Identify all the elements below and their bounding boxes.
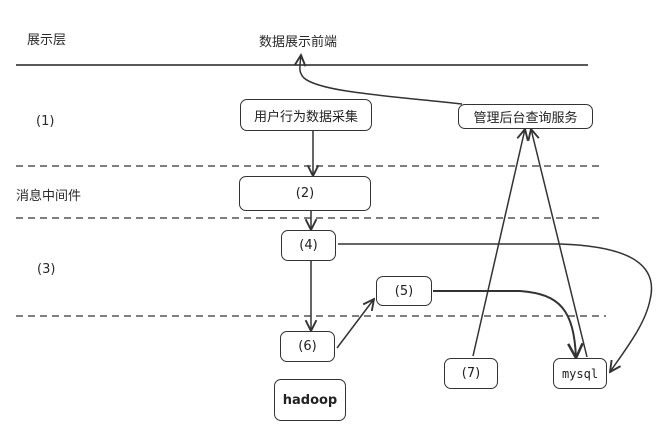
middleware-layer-label: 消息中间件 bbox=[16, 189, 82, 204]
step-1-label: (1) bbox=[36, 114, 55, 129]
node-5[interactable]: (5) bbox=[376, 276, 432, 306]
arrow-4-to-mysql bbox=[338, 243, 653, 372]
display-layer-label: 展示层 bbox=[27, 33, 67, 48]
arrow-6-to-5 bbox=[336, 299, 374, 349]
mysql-node[interactable]: mysql bbox=[553, 358, 607, 389]
hadoop-node[interactable]: hadoop bbox=[274, 379, 346, 421]
node-4[interactable]: (4) bbox=[281, 230, 336, 261]
arrow-5-to-mysql bbox=[433, 290, 576, 358]
frontend-label: 数据展示前端 bbox=[259, 35, 338, 50]
step-3-label: (3) bbox=[37, 262, 56, 277]
arrow-7-to-admin bbox=[472, 129, 525, 357]
collect-node[interactable]: 用户行为数据采集 bbox=[240, 99, 372, 131]
arrow-mysql-to-admin bbox=[531, 129, 588, 358]
arrow-admin-to-frontend bbox=[300, 55, 463, 105]
admin-query-node[interactable]: 管理后台查询服务 bbox=[458, 104, 593, 129]
node-7[interactable]: (7) bbox=[444, 358, 498, 389]
node-6[interactable]: (6) bbox=[280, 331, 335, 362]
node-2[interactable]: (2) bbox=[239, 176, 371, 211]
